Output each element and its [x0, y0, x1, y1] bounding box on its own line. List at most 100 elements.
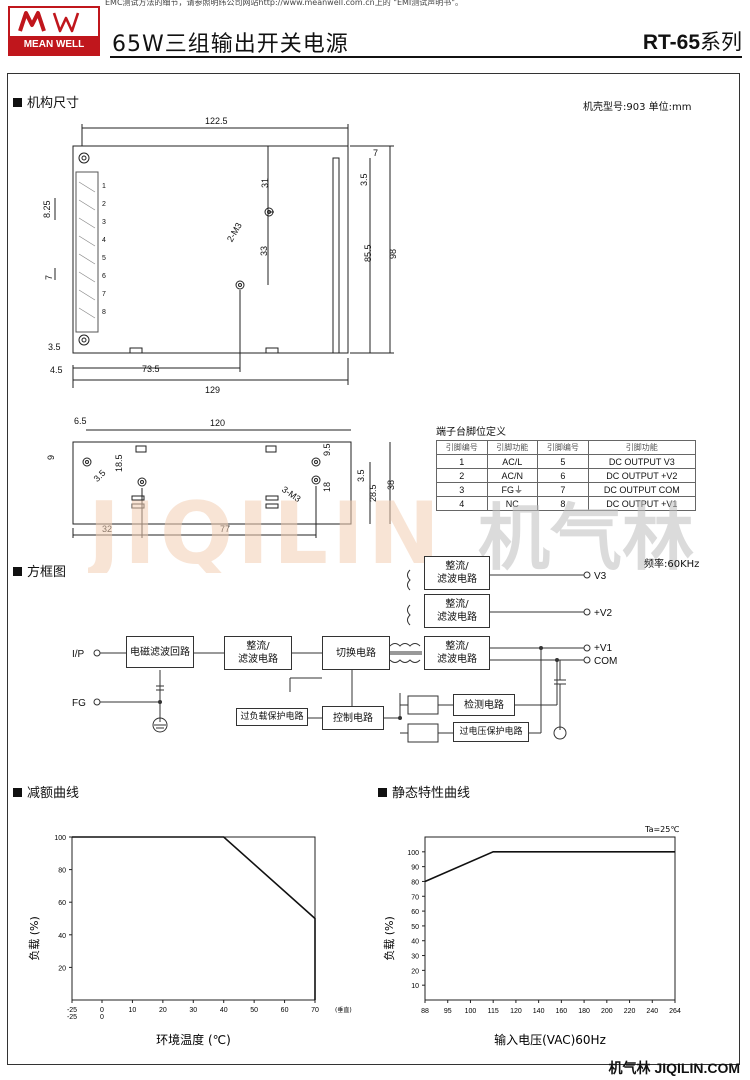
watermark-cjk: 机气林 [478, 496, 694, 573]
static-x-tick-label: 120 [510, 1008, 522, 1015]
mechanical-side-view: 6.5 120 9 3.5 18.5 9.5 3.5 3-M3 18 28.5 … [46, 416, 396, 538]
dim-31: 31 [260, 178, 270, 188]
derating-x-tick-label: 0 [100, 1007, 104, 1014]
static-y-tick-label: 60 [411, 909, 419, 916]
block-output-v2: 整流/ 滤波电路 [424, 594, 490, 628]
static-x-tick-label: 264 [669, 1008, 681, 1015]
section-block-diagram: 方框图 [13, 561, 66, 580]
svg-text:6: 6 [102, 273, 106, 280]
static-x-tick-label: 180 [578, 1008, 590, 1015]
derating-unit-note: (垂直) [335, 1006, 352, 1014]
content-frame [7, 73, 740, 1065]
dim-8-25: 8.25 [42, 200, 52, 218]
derating-x-tick-sub: 0 [100, 1014, 104, 1021]
static-x-tick-label: 200 [601, 1008, 613, 1015]
static-y-tick-label: 80 [411, 879, 419, 886]
mechanical-top-view: 122.5 7 3.5 31 2-M3 33 85.5 98 8.25 7 3.… [42, 116, 398, 395]
dim-33: 33 [259, 246, 269, 256]
derating-y-tick-label: 40 [58, 933, 66, 940]
side-dim-77: 77 [220, 524, 230, 534]
svg-text:2: 2 [102, 201, 106, 208]
static-x-tick-label: 160 [556, 1008, 568, 1015]
derating-x-tick-label: 10 [129, 1007, 137, 1014]
svg-text:3: 3 [102, 219, 106, 226]
side-dim-9-5: 9.5 [322, 443, 332, 456]
derating-ylabel: 负载 (%) [27, 916, 41, 961]
derating-frame [71, 836, 316, 1001]
svg-text:7: 7 [102, 291, 106, 298]
svg-text:5: 5 [102, 255, 106, 262]
dim-7: 7 [373, 148, 378, 158]
block-switch: 切换电路 [322, 636, 390, 670]
case-note: 机壳型号:903 单位:mm [583, 102, 692, 113]
derating-y-tick-label: 80 [58, 868, 66, 875]
series-model: RT-65 [642, 31, 700, 54]
static-x-tick-label: 115 [488, 1008, 499, 1015]
side-dim-18-5: 18.5 [114, 454, 124, 472]
static-x-tick-label: 140 [533, 1008, 545, 1015]
static-x-tick-label: 88 [421, 1008, 429, 1015]
derating-x-tick-sub: -25 [67, 1014, 77, 1021]
dim-7b: 7 [44, 275, 54, 280]
side-dim-9: 9 [46, 455, 56, 460]
side-dim-32: 32 [102, 524, 112, 534]
label-v1: +V1 [594, 643, 613, 654]
label-com: COM [594, 656, 617, 667]
block-overvoltage-protection: 过电压保护电路 [453, 722, 529, 742]
dim-98: 98 [388, 249, 398, 259]
watermark: JIQILIN 机气林 [88, 495, 694, 573]
static-y-tick-label: 90 [411, 865, 419, 872]
footer-site: JIQILIN.COM [654, 1060, 740, 1076]
meanwell-logo: MEAN WELL [8, 6, 100, 56]
footer-brand: 机气林 JIQILIN.COM [609, 1058, 740, 1078]
label-ip: I/P [72, 649, 85, 660]
label-v2: +V2 [594, 608, 613, 619]
derating-y-tick-label: 60 [58, 900, 66, 907]
static-y-tick-label: 20 [411, 968, 419, 975]
mw-logo-mark [18, 11, 80, 33]
block-output-v1: 整流/ 滤波电路 [424, 636, 490, 670]
derating-x-tick-label: 40 [220, 1007, 228, 1014]
side-dim-38: 38 [386, 480, 396, 490]
svg-text:4: 4 [102, 237, 106, 244]
static-y-tick-label: 40 [411, 939, 419, 946]
logo-text: MEAN WELL [10, 36, 98, 54]
dim-85-5: 85.5 [363, 244, 373, 262]
static-ta-note: Ta=25℃ [644, 825, 679, 834]
static-y-tick-label: 50 [411, 924, 419, 931]
derating-x-tick-label: 30 [189, 1007, 197, 1014]
static-xlabel: 输入电压(VAC)60Hz [494, 1032, 606, 1047]
static-frame [424, 836, 676, 1001]
page-title: 65W三组输出开关电源 [112, 32, 349, 57]
derating-xlabel: 环境温度 (℃) [156, 1032, 231, 1047]
derating-y-tick-label: 20 [58, 965, 66, 972]
dim-2m3: 2-M3 [225, 221, 244, 244]
side-dim-28-5: 28.5 [368, 484, 378, 502]
block-output-v3: 整流/ 滤波电路 [424, 556, 490, 590]
static-y-tick-label: 70 [411, 894, 419, 901]
dim-4-5: 4.5 [50, 365, 63, 375]
static-y-tick-label: 100 [407, 850, 419, 857]
side-dim-120: 120 [210, 418, 225, 428]
derating-x-tick-label: 50 [250, 1007, 258, 1014]
label-fg: FG [72, 698, 86, 709]
static-y-tick-label: 30 [411, 954, 419, 961]
dim-129: 129 [205, 385, 220, 395]
watermark-latin: JIQILIN [88, 495, 444, 573]
section-mechanical: 机构尺寸 [13, 92, 79, 111]
side-dim-3-5: 3.5 [356, 469, 366, 482]
static-x-tick-label: 220 [624, 1008, 636, 1015]
series-suffix: 系列 [700, 31, 742, 54]
freq-note: 频率:60KHz [644, 559, 700, 570]
series-name: RT-65系列 [643, 26, 742, 56]
dim-73-5: 73.5 [142, 364, 160, 374]
block-detect: 检测电路 [453, 694, 515, 716]
side-dim-6-5: 6.5 [74, 416, 87, 426]
footer-cjk: 机气林 [608, 1060, 651, 1076]
pin-table-title: 端子台脚位定义 [436, 427, 506, 438]
